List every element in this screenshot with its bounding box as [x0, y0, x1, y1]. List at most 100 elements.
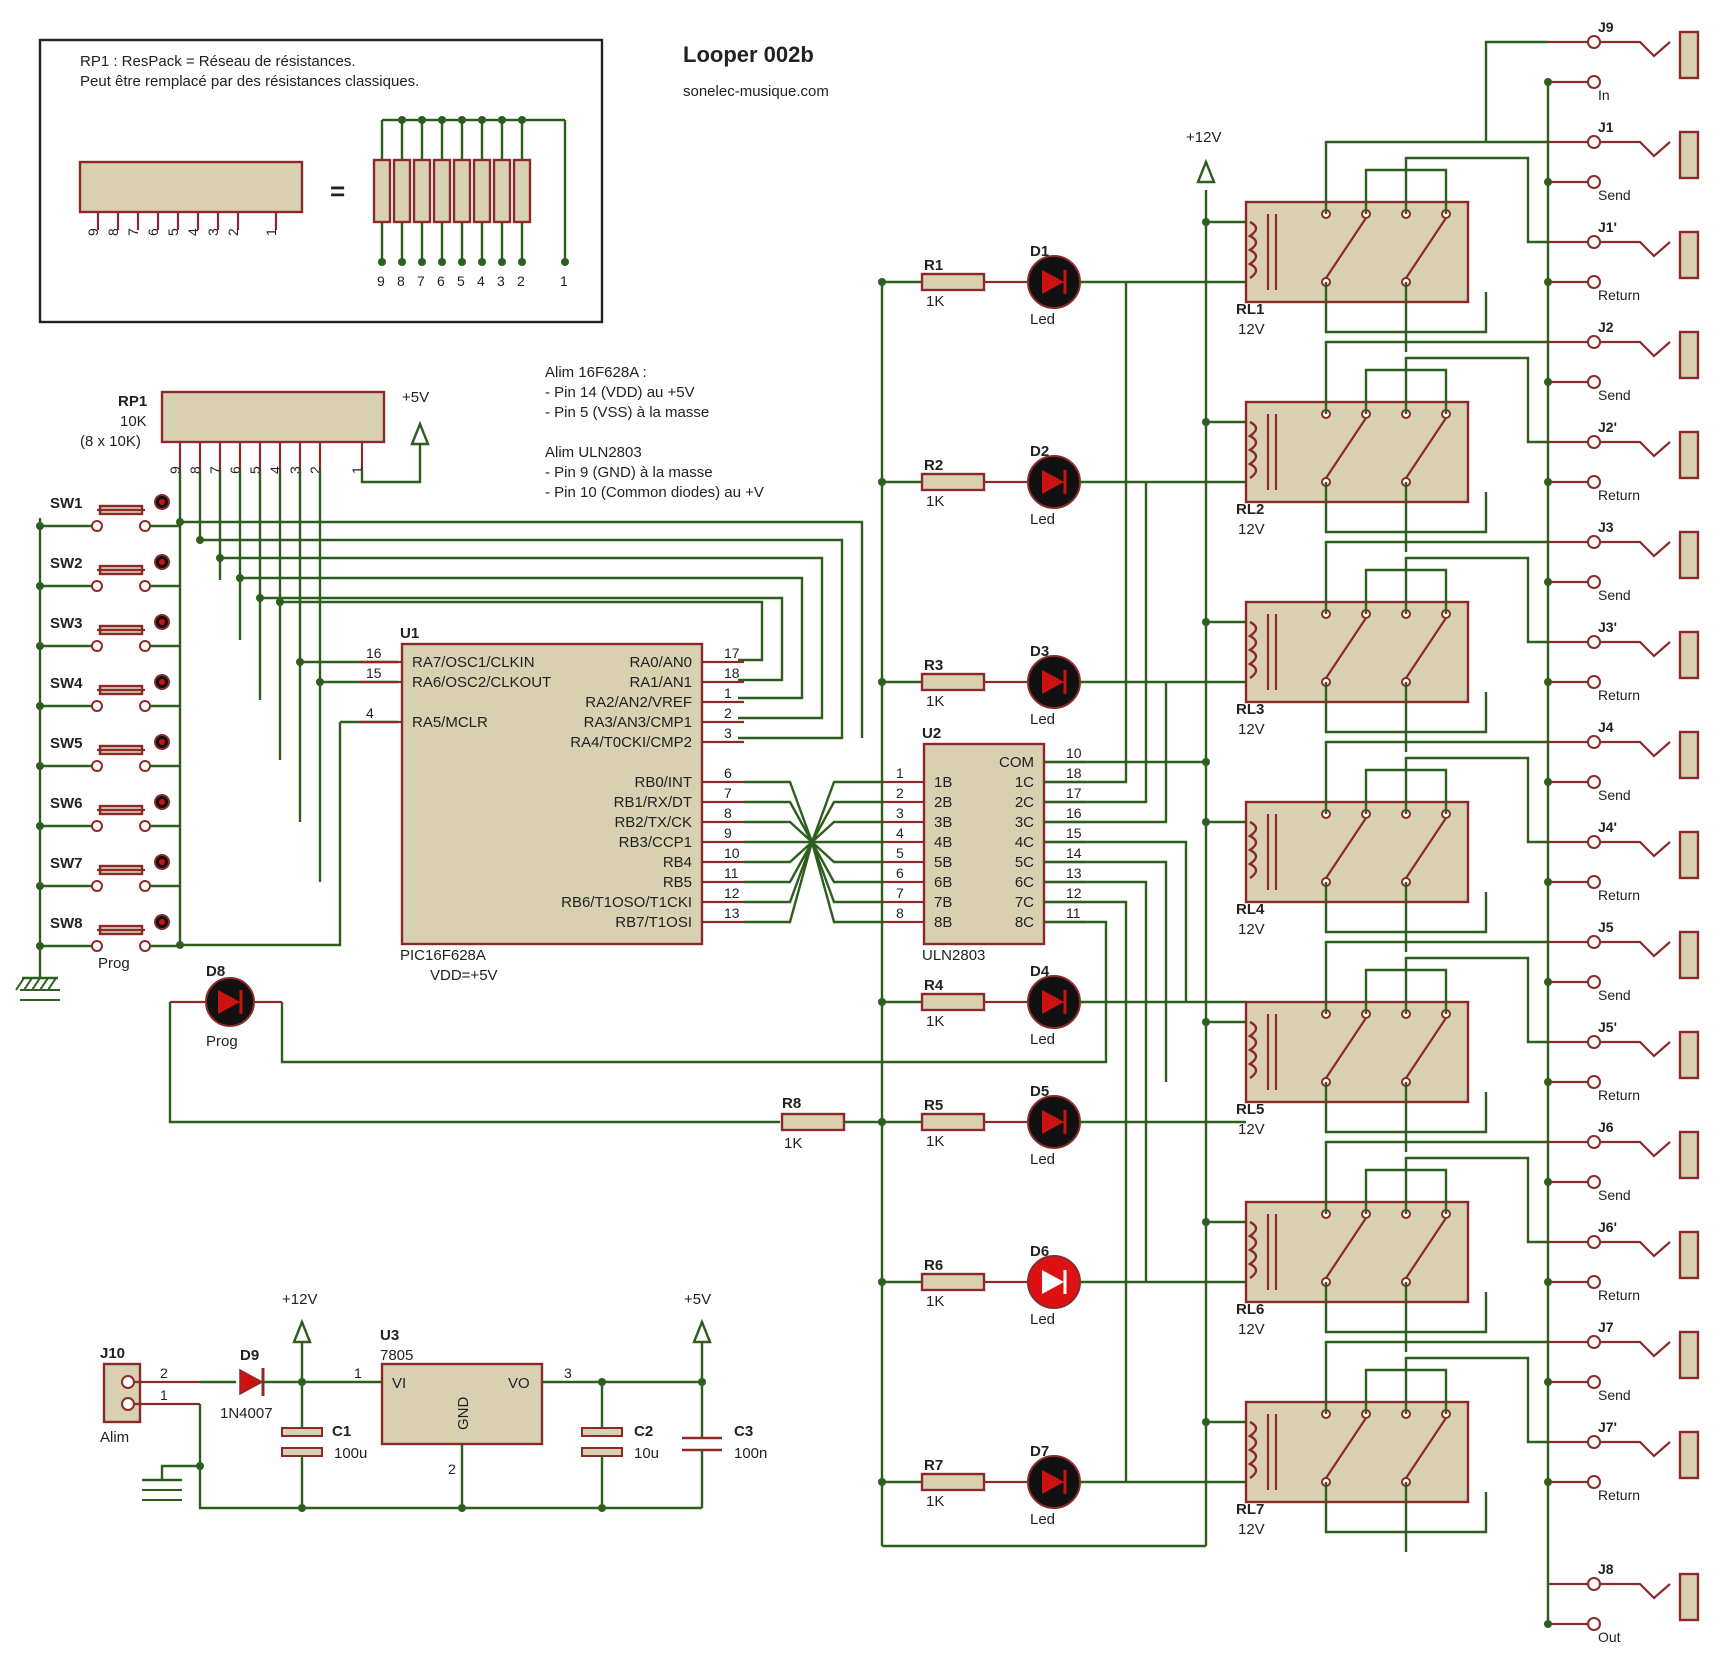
jack-tip — [1587, 1335, 1601, 1349]
resistor-value: 1K — [926, 1293, 944, 1310]
jack-tip — [1587, 935, 1601, 949]
jack-tip — [1587, 435, 1601, 449]
jack-body — [1678, 330, 1700, 380]
switch-contact — [91, 520, 103, 532]
resistor-body — [920, 1272, 986, 1292]
jack-label: Return — [1598, 1487, 1640, 1503]
relay-junction — [1202, 1418, 1210, 1426]
switch-led-core — [159, 559, 165, 565]
jack-body — [1678, 930, 1700, 980]
u1-right-pin-num: 1 — [724, 685, 732, 701]
jack-tip — [1587, 35, 1601, 49]
jack-body — [1678, 130, 1700, 180]
u2-left-pin-num: 7 — [896, 885, 904, 901]
jack-ref: J8 — [1598, 1561, 1614, 1577]
relay-ref: RL2 — [1236, 501, 1264, 518]
switch-3: SW3 — [36, 614, 180, 652]
jack-j4p: J4'Return — [1544, 819, 1700, 903]
jack-spring — [1600, 1582, 1671, 1600]
jack-j1p: J1'Return — [1544, 219, 1700, 303]
relay-coil — [1247, 620, 1258, 679]
jack-body — [1678, 1330, 1700, 1380]
rp1-pin-3: 3 — [287, 466, 303, 474]
jack-label: Send — [1598, 387, 1631, 403]
led-ref: D5 — [1030, 1083, 1049, 1100]
led-rows: R11KD1LedR21KD2LedR31KD3LedR41KD4LedR51K… — [878, 243, 1246, 1528]
relay-coil — [1247, 1220, 1258, 1279]
j10-label: Alim — [100, 1429, 129, 1446]
u3-value: 7805 — [380, 1347, 413, 1364]
switch-contact — [139, 520, 151, 532]
jack-label: Send — [1598, 187, 1631, 203]
c1-ref: C1 — [332, 1423, 351, 1440]
net-pin-5: 5 — [457, 273, 465, 289]
relay-send-wire — [1324, 1340, 1548, 1414]
jack-label: Send — [1598, 987, 1631, 1003]
jack-body — [1678, 230, 1700, 280]
relay-coil — [1247, 220, 1258, 279]
jack-ref: J3' — [1598, 619, 1617, 635]
switch-1: SW1 — [36, 494, 180, 532]
jack-label: Return — [1598, 687, 1640, 703]
uln-junctions — [1202, 758, 1210, 766]
v5-label: +5V — [684, 1291, 711, 1308]
relay-coil — [1247, 1420, 1258, 1479]
u1-right-pin-name: RB2/TX/CK — [614, 814, 692, 831]
led-value: Led — [1030, 311, 1055, 328]
jack-body — [1678, 630, 1700, 680]
jack-label: In — [1598, 87, 1610, 103]
u1-right-pin-name: RA1/AN1 — [629, 674, 692, 691]
jack-tip — [1587, 635, 1601, 649]
u1-vdd: VDD=+5V — [430, 967, 498, 984]
uln-collector-wiring — [280, 282, 1206, 1482]
led-value: Led — [1030, 711, 1055, 728]
u2-right-pin-num: 16 — [1066, 805, 1082, 821]
relay-junction — [1202, 1218, 1210, 1226]
c3-ref: C3 — [734, 1423, 753, 1440]
u2-left-pin-name: 7B — [934, 894, 952, 911]
u2-left-pin-name: 2B — [934, 794, 952, 811]
switch-ref: SW3 — [50, 615, 83, 632]
relay-return-wire — [1404, 956, 1548, 1044]
net-pin-2: 2 — [517, 273, 525, 289]
resistor-body — [920, 992, 986, 1012]
u1-right-pin-num: 7 — [724, 785, 732, 801]
jack-tip — [1587, 1135, 1601, 1149]
relay-junction — [1202, 418, 1210, 426]
relay-supply-label: +12V — [1186, 129, 1221, 146]
switch-junction — [36, 822, 44, 830]
legend-pin-2: 2 — [225, 228, 241, 236]
u1-right-pin-num: 2 — [724, 705, 732, 721]
u2-right-pin-name: 8C — [1015, 914, 1034, 931]
legend-pin-5: 5 — [165, 228, 181, 236]
relay-value: 12V — [1238, 721, 1265, 738]
jack-ref: J6 — [1598, 1119, 1614, 1135]
jack-body — [1678, 1430, 1700, 1480]
jack-ref: J7' — [1598, 1419, 1617, 1435]
resistor-body — [920, 272, 986, 292]
u3-pin3: 3 — [564, 1365, 572, 1381]
note-alim-uln: Alim ULN2803 — [545, 444, 642, 461]
u3-vi: VI — [392, 1375, 406, 1392]
switch-contact — [139, 700, 151, 712]
jack-tip — [1587, 735, 1601, 749]
relay-ref: RL6 — [1236, 1301, 1264, 1318]
jack-ref: J5' — [1598, 1019, 1617, 1035]
switch-junction — [36, 762, 44, 770]
respack-symbol — [78, 160, 304, 214]
u2-right-pin-name: COM — [999, 754, 1034, 771]
jack-ref: J4 — [1598, 719, 1614, 735]
u2-right-pin-num: 12 — [1066, 885, 1082, 901]
u2-left-pin-name: 6B — [934, 874, 952, 891]
jack-spring — [1600, 540, 1671, 558]
relay-body — [1244, 200, 1470, 304]
relay-arm — [1325, 217, 1367, 279]
switch-junction — [36, 522, 44, 530]
